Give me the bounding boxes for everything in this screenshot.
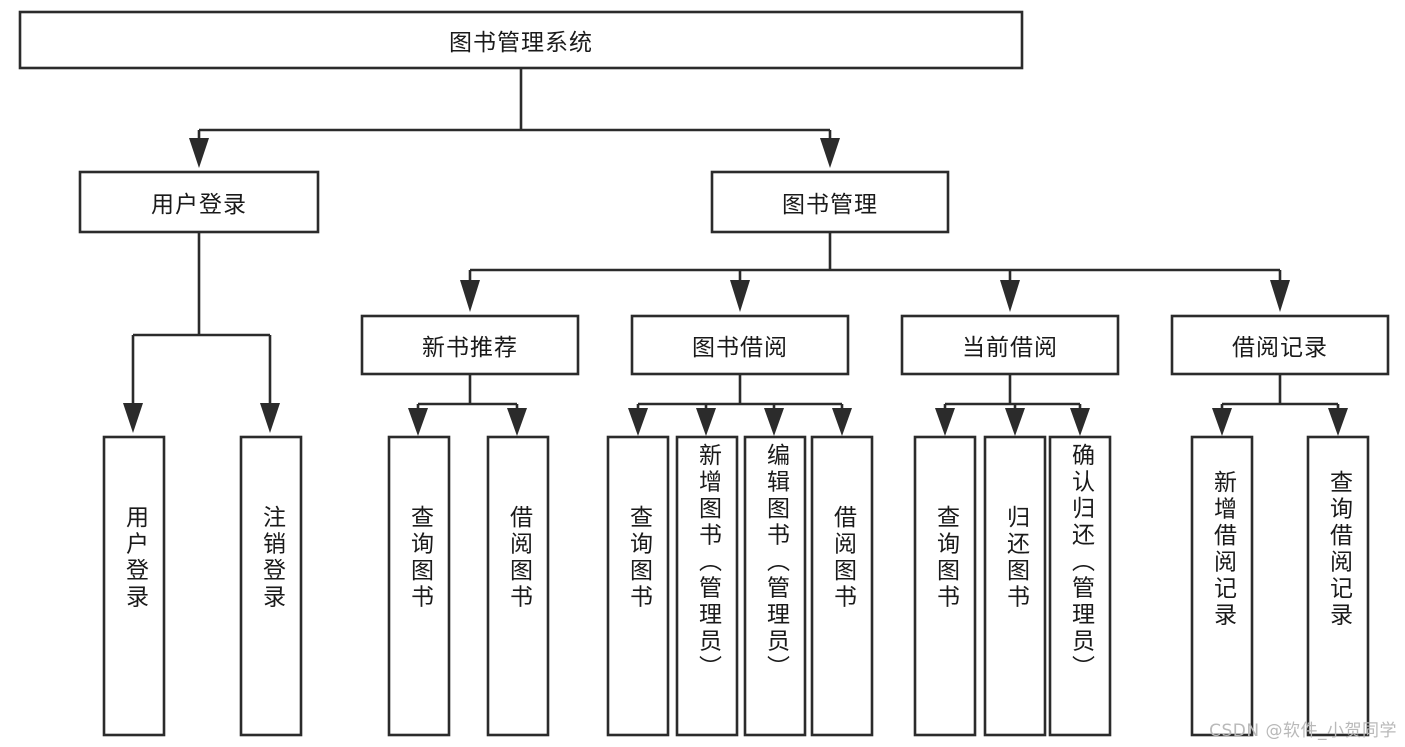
node-box-leaf-current-0[interactable]	[913, 435, 977, 737]
node-box-leaf-borrow-3[interactable]	[810, 435, 874, 737]
node-box-leaf-borrow-0[interactable]	[606, 435, 670, 737]
arrow-head-level1-0	[189, 138, 209, 168]
arrow-head-level2-2	[1000, 280, 1020, 312]
arrow-head-borrow-3	[832, 408, 852, 436]
node-box-leaf-user-login-1[interactable]	[239, 435, 303, 737]
node-box-leaf-record-0[interactable]	[1190, 435, 1254, 737]
node-box-borrow-record[interactable]	[1170, 314, 1390, 376]
node-box-leaf-current-1[interactable]	[983, 435, 1047, 737]
arrow-head-current-2	[1070, 408, 1090, 436]
arrow-head-level2-3	[1270, 280, 1290, 312]
arrow-head-record-0	[1212, 408, 1232, 436]
node-box-leaf-current-2[interactable]	[1048, 435, 1112, 737]
node-box-leaf-record-1[interactable]	[1306, 435, 1370, 737]
arrow-head-record-1	[1328, 408, 1348, 436]
csdn-watermark: CSDN @软件_小贺同学	[1209, 721, 1397, 741]
node-box-leaf-borrow-1[interactable]	[675, 435, 739, 737]
arrow-head-user-login-1	[260, 403, 280, 433]
node-box-new-book-recommend[interactable]	[360, 314, 580, 376]
arrow-head-recommend-1	[507, 408, 527, 436]
arrow-head-level2-0	[460, 280, 480, 312]
arrow-head-borrow-2	[764, 408, 784, 436]
node-box-book-borrow[interactable]	[630, 314, 850, 376]
node-box-user-login[interactable]	[78, 170, 320, 234]
arrow-head-level2-1	[730, 280, 750, 312]
node-box-book-management[interactable]	[710, 170, 950, 234]
node-box-root[interactable]	[18, 10, 1024, 70]
node-box-leaf-recommend-1[interactable]	[486, 435, 550, 737]
node-box-current-borrow[interactable]	[900, 314, 1120, 376]
arrow-head-current-1	[1005, 408, 1025, 436]
arrow-head-borrow-1	[696, 408, 716, 436]
arrow-head-current-0	[935, 408, 955, 436]
node-box-leaf-borrow-2[interactable]	[743, 435, 807, 737]
arrow-head-borrow-0	[628, 408, 648, 436]
node-box-leaf-user-login-0[interactable]	[102, 435, 166, 737]
arrow-head-user-login-0	[123, 403, 143, 433]
arrow-head-recommend-0	[408, 408, 428, 436]
node-box-leaf-recommend-0[interactable]	[387, 435, 451, 737]
arrow-head-level1-1	[820, 138, 840, 168]
